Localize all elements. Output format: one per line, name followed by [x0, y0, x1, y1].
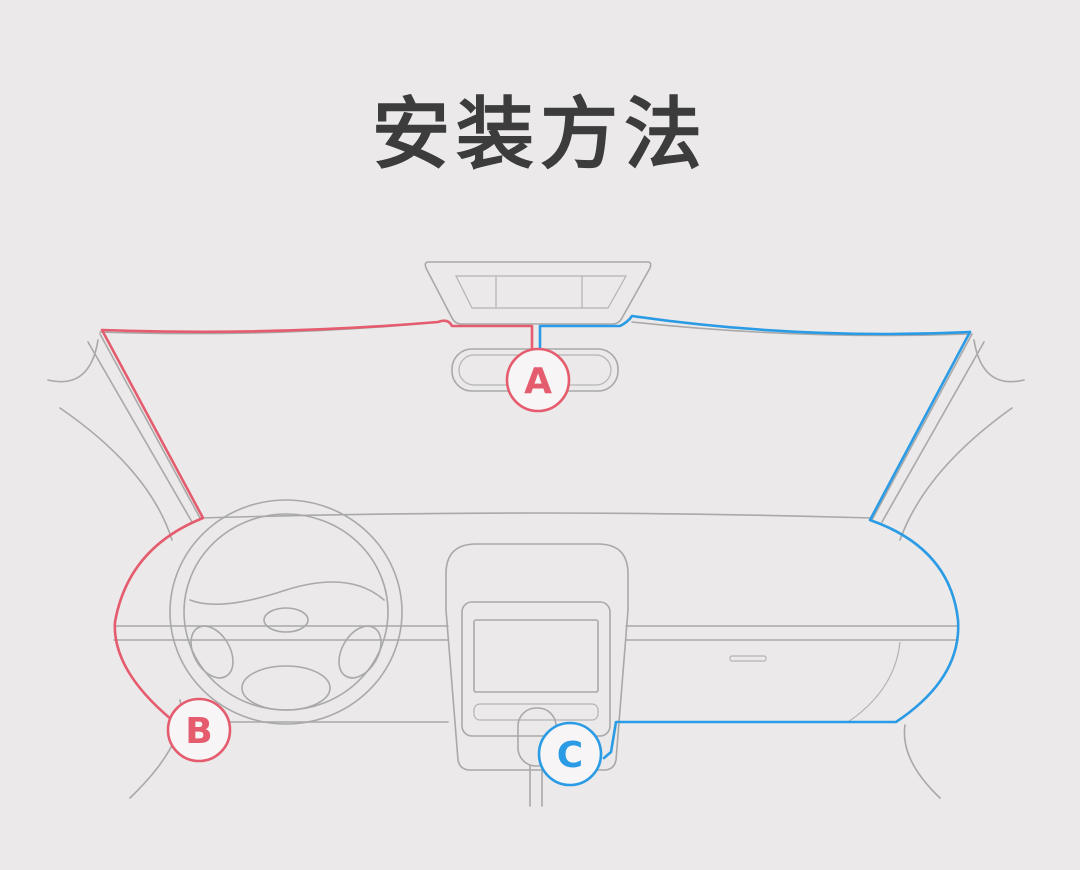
marker-a-label: A — [524, 361, 552, 402]
marker-c: C — [537, 721, 603, 787]
marker-b-label: B — [185, 711, 212, 752]
marker-b: B — [166, 697, 232, 763]
page-title: 安装方法 — [371, 90, 708, 180]
marker-a: A — [505, 347, 571, 413]
cable-route-left — [100, 319, 534, 722]
cable-route-right — [538, 314, 972, 760]
car-interior-outline — [47, 261, 1025, 807]
marker-c-label: C — [557, 735, 583, 776]
